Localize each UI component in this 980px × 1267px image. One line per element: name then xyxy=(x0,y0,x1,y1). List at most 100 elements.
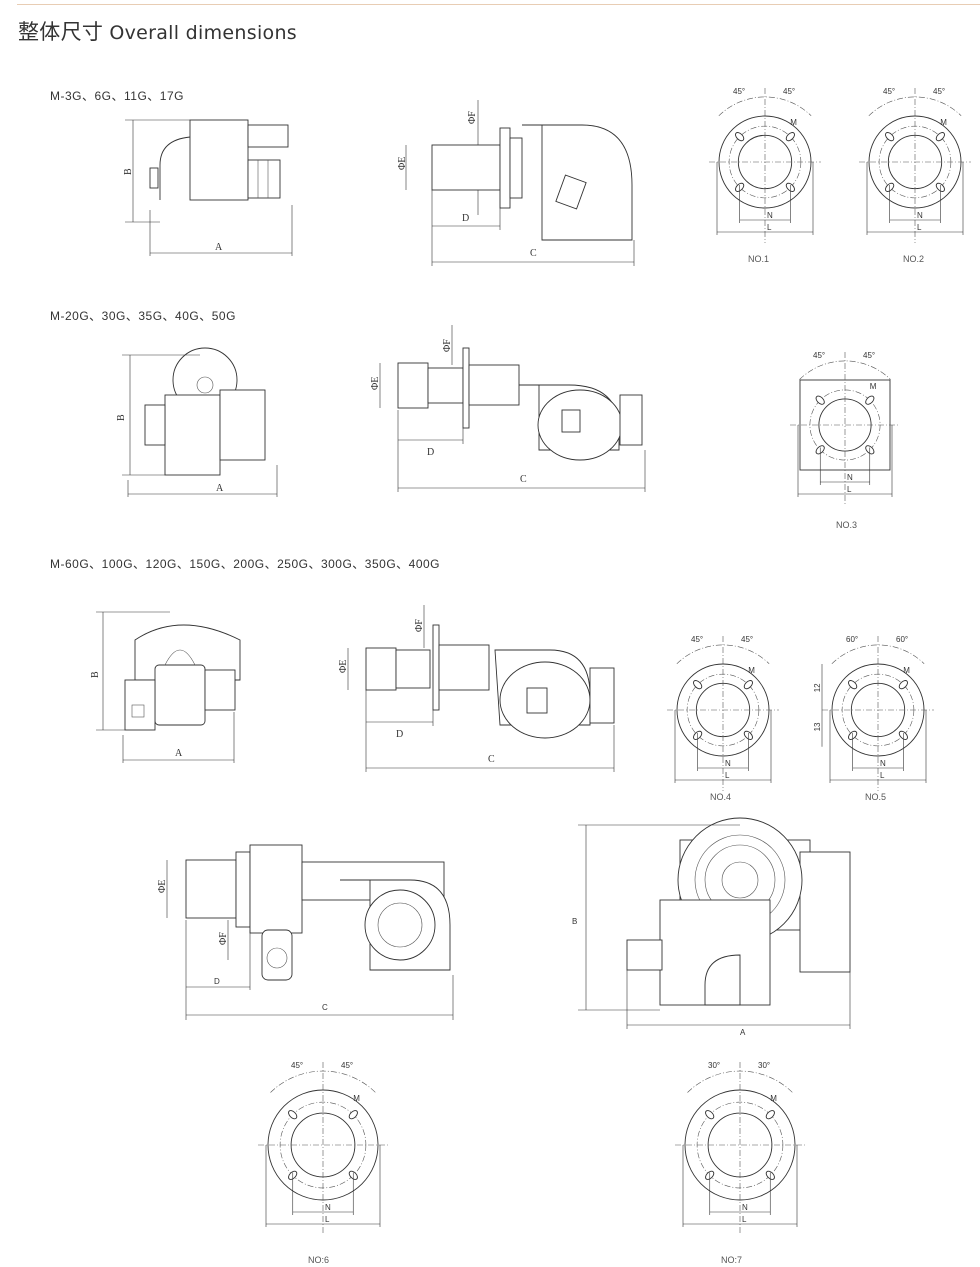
angle-arc xyxy=(831,644,925,665)
dim-c: C xyxy=(520,474,527,485)
flange-4: 45° 45° M NL NO.4 xyxy=(667,635,779,802)
flange-caption: NO.2 xyxy=(903,254,924,264)
s4-front-view: B A xyxy=(572,817,851,1037)
l-label: L xyxy=(880,771,885,780)
dim-f: ΦF xyxy=(442,339,453,352)
angle-right-label: 45° xyxy=(341,1061,353,1070)
angle-right-label: 45° xyxy=(741,635,753,644)
angle-left-label: 60° xyxy=(846,635,858,644)
bolt-slot xyxy=(288,1110,298,1120)
dim-a: A xyxy=(175,748,183,759)
dim-f: ΦF xyxy=(218,932,229,945)
dim-a: A xyxy=(216,483,224,494)
dim-f: ΦF xyxy=(467,111,478,124)
dim-a: A xyxy=(215,242,223,253)
flange-1: 45° 45° M NL NO.1 xyxy=(709,87,821,264)
dim-d: D xyxy=(214,977,220,986)
s2-front-view: B A xyxy=(116,347,278,497)
series-3-models: M-60G、100G、120G、150G、200G、250G、300G、350G… xyxy=(50,557,441,571)
bolt-slot xyxy=(885,132,895,142)
n-label: N xyxy=(847,473,853,482)
bolt-slot xyxy=(848,680,858,690)
dim-d: D xyxy=(396,729,403,740)
dim-d: D xyxy=(427,447,434,458)
flange-caption: NO:7 xyxy=(721,1255,742,1265)
n-label: N xyxy=(880,759,886,768)
m-label: M xyxy=(790,118,797,127)
angle-arc xyxy=(676,644,770,665)
flange-caption: NO:6 xyxy=(308,1255,329,1265)
bolt-slot xyxy=(348,1110,358,1120)
s1-side-view: C D ΦE ΦF xyxy=(397,100,635,266)
bolt-slot xyxy=(743,680,753,690)
s3-front-view: B A xyxy=(90,611,241,763)
bolt-slot xyxy=(765,1110,775,1120)
n-label: N xyxy=(725,759,731,768)
flange-3: 45° 45° M NL NO.3 xyxy=(790,351,900,530)
dim-f: ΦF xyxy=(414,619,425,632)
dim-b: B xyxy=(90,671,101,678)
flange-caption: NO.5 xyxy=(865,792,886,802)
flange-caption: NO.4 xyxy=(710,792,731,802)
angle-right-label: 45° xyxy=(863,351,875,360)
l-label: L xyxy=(767,223,772,232)
m-label: M xyxy=(748,666,755,675)
dim-c: C xyxy=(488,754,495,765)
l-label: L xyxy=(917,223,922,232)
dim-e: ΦE xyxy=(397,157,408,170)
h-lower-label: 13 xyxy=(813,722,822,731)
angle-left-label: 45° xyxy=(291,1061,303,1070)
m-label: M xyxy=(870,382,877,391)
dim-c: C xyxy=(322,1003,328,1012)
angle-left-label: 45° xyxy=(691,635,703,644)
s4-side-view: C D ΦE ΦF xyxy=(157,844,454,1020)
bolt-slot xyxy=(935,132,945,142)
angle-right-label: 45° xyxy=(783,87,795,96)
m-label: M xyxy=(903,666,910,675)
angle-left-label: 30° xyxy=(708,1061,720,1070)
series-1-models: M-3G、6G、11G、17G xyxy=(50,89,184,103)
angle-arc xyxy=(868,96,962,117)
s3-side-view: C D ΦE ΦF xyxy=(338,605,615,772)
bolt-slot xyxy=(865,395,875,405)
bolt-slot xyxy=(693,680,703,690)
l-label: L xyxy=(725,771,730,780)
dim-a: A xyxy=(740,1028,746,1037)
flange-caption: NO.1 xyxy=(748,254,769,264)
dim-b: B xyxy=(116,414,127,421)
angle-right-label: 30° xyxy=(758,1061,770,1070)
dim-e: ΦE xyxy=(370,377,381,390)
angle-arc xyxy=(799,360,891,380)
m-label: M xyxy=(353,1094,360,1103)
n-label: N xyxy=(767,211,773,220)
s2-side-view: C D ΦE ΦF xyxy=(370,325,646,492)
title-en: Overall dimensions xyxy=(109,22,298,44)
bolt-slot xyxy=(785,132,795,142)
l-label: L xyxy=(325,1215,330,1224)
angle-right-label: 45° xyxy=(933,87,945,96)
angle-left-label: 45° xyxy=(733,87,745,96)
dim-e: ΦE xyxy=(338,660,349,673)
flange-caption: NO.3 xyxy=(836,520,857,530)
angle-arc xyxy=(270,1070,376,1093)
l-label: L xyxy=(847,485,852,494)
dim-b: B xyxy=(123,168,134,175)
l-label: L xyxy=(742,1215,747,1224)
series-2-models: M-20G、30G、35G、40G、50G xyxy=(50,309,236,323)
dim-b: B xyxy=(572,917,577,926)
angle-right-label: 60° xyxy=(896,635,908,644)
angle-left-label: 45° xyxy=(813,351,825,360)
dim-e: ΦE xyxy=(157,880,168,893)
angle-arc xyxy=(687,1070,793,1093)
dim-d: D xyxy=(462,213,469,224)
s1-front-view: B A xyxy=(123,119,293,256)
dim-c: C xyxy=(530,248,537,259)
angle-arc xyxy=(718,96,812,117)
n-label: N xyxy=(917,211,923,220)
angle-left-label: 45° xyxy=(883,87,895,96)
header-divider xyxy=(17,4,980,5)
